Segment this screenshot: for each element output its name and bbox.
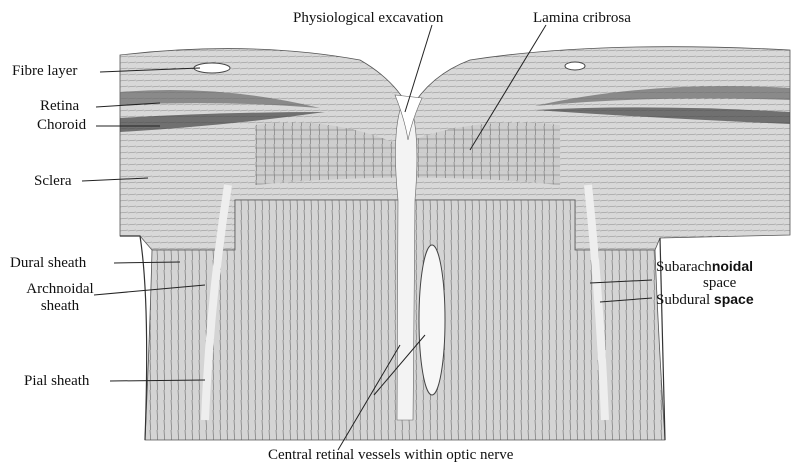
central-retinal-vessel	[419, 245, 445, 395]
label-archnoidal-sheath: Archnoidal sheath	[22, 282, 98, 314]
dural-sheath-left	[120, 236, 147, 440]
label-subarachnoidal-line2: space	[703, 276, 753, 291]
label-subarachnoidal-part2: noidal	[712, 258, 753, 274]
label-lamina-cribrosa: Lamina cribrosa	[533, 11, 631, 26]
label-subarachnoidal: Subarachnoidal space	[656, 259, 753, 291]
label-archnoidal-line2: sheath	[22, 299, 98, 314]
label-choroid: Choroid	[37, 118, 86, 133]
label-pial-sheath: Pial sheath	[24, 374, 89, 389]
label-retina: Retina	[40, 99, 79, 114]
central-vessel-channel	[395, 110, 416, 420]
label-central-retinal-vessels: Central retinal vessels within optic ner…	[268, 448, 513, 463]
label-physiological-excavation: Physiological excavation	[293, 11, 443, 26]
label-subarachnoidal-part1: Subarach	[656, 259, 712, 275]
label-subdural-space: Subdural space	[656, 292, 754, 308]
label-subdural-part2: space	[714, 291, 754, 307]
label-sclera: Sclera	[34, 174, 71, 189]
label-archnoidal-line1: Archnoidal	[22, 282, 98, 297]
label-subdural-part1: Subdural	[656, 292, 714, 308]
label-dural-sheath: Dural sheath	[10, 256, 86, 271]
label-fibre-layer: Fibre layer	[12, 64, 77, 79]
fibre-vessel-right	[565, 62, 585, 70]
